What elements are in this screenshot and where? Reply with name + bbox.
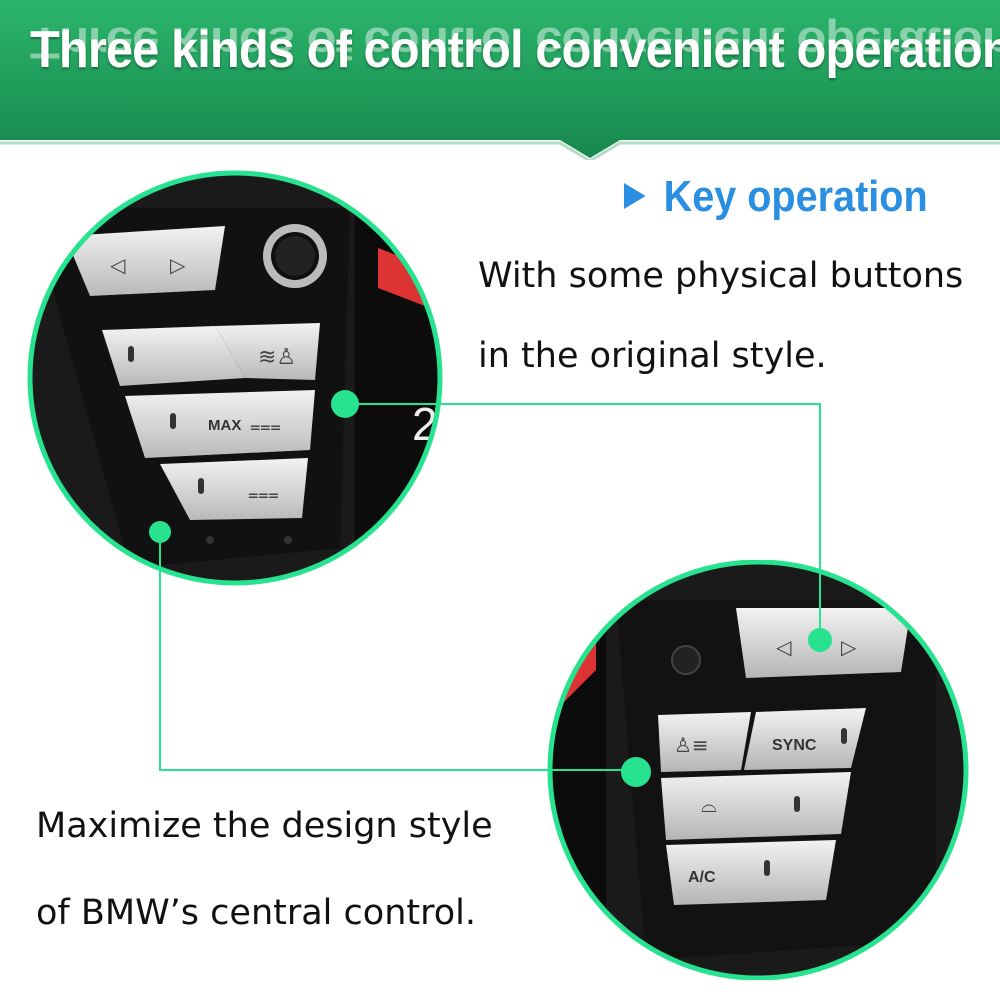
ac-button[interactable] [666,840,836,905]
front-defrost-icon: ⩶ [250,416,281,437]
seat-fan-icon: ≋♙ [258,345,296,370]
seat-fan-button-bottom[interactable] [658,712,751,772]
caption-design-style-line1: Maximize the design style [36,806,493,846]
recirculation-button[interactable] [661,772,851,840]
arrow-button-top[interactable] [65,226,225,296]
right-arrow-icon-bottom: ▷ [841,635,857,659]
banner-shape [0,0,1000,160]
section-heading: Key operation [624,172,928,222]
rear-defrost-button[interactable] [160,458,308,520]
seat-ventilation-button[interactable] [215,323,320,380]
seat-fan-icon-bottom: ♙≡ [674,733,709,757]
header-banner: Three kinds of control convenient operat… [0,0,1000,160]
caption-design-style-line2: of BMW’s central control. [36,893,476,933]
button-panel-photo-top: A 2 ◁ ▷ ≋♙ MAX ⩶ ⩶ [27,170,443,586]
left-arrow-icon: ◁ [109,253,126,277]
seat-heat-button-left[interactable] [102,326,245,386]
rear-defrost-icon: ⩶ [248,484,279,505]
caption-physical-buttons-line2: in the original style. [478,336,827,376]
left-arrow-icon-bottom: ◁ [775,635,792,659]
headline-title: Three kinds of control convenient operat… [30,21,1000,79]
callout-dot-left [149,521,171,543]
ac-button-label: A/C [688,869,716,886]
callout-dot-top [331,390,359,418]
sync-button-label: SYNC [772,737,817,754]
callout-dot-arrow-button [808,628,832,652]
right-arrow-icon: ▷ [170,253,186,277]
max-defrost-label: MAX [208,417,241,434]
recirculation-icon: ⌓ [701,793,717,817]
max-defrost-button[interactable] [125,390,315,458]
section-heading-text: Key operation [663,172,928,221]
callout-dot-bottom [621,757,651,787]
play-triangle-icon [624,183,646,210]
sync-button[interactable] [744,708,866,770]
button-panel-photo-bottom: ◁ ▷ ♙≡ SYNC ⌓ A/C [547,560,969,980]
caption-physical-buttons-line1: With some physical buttons [478,256,964,296]
